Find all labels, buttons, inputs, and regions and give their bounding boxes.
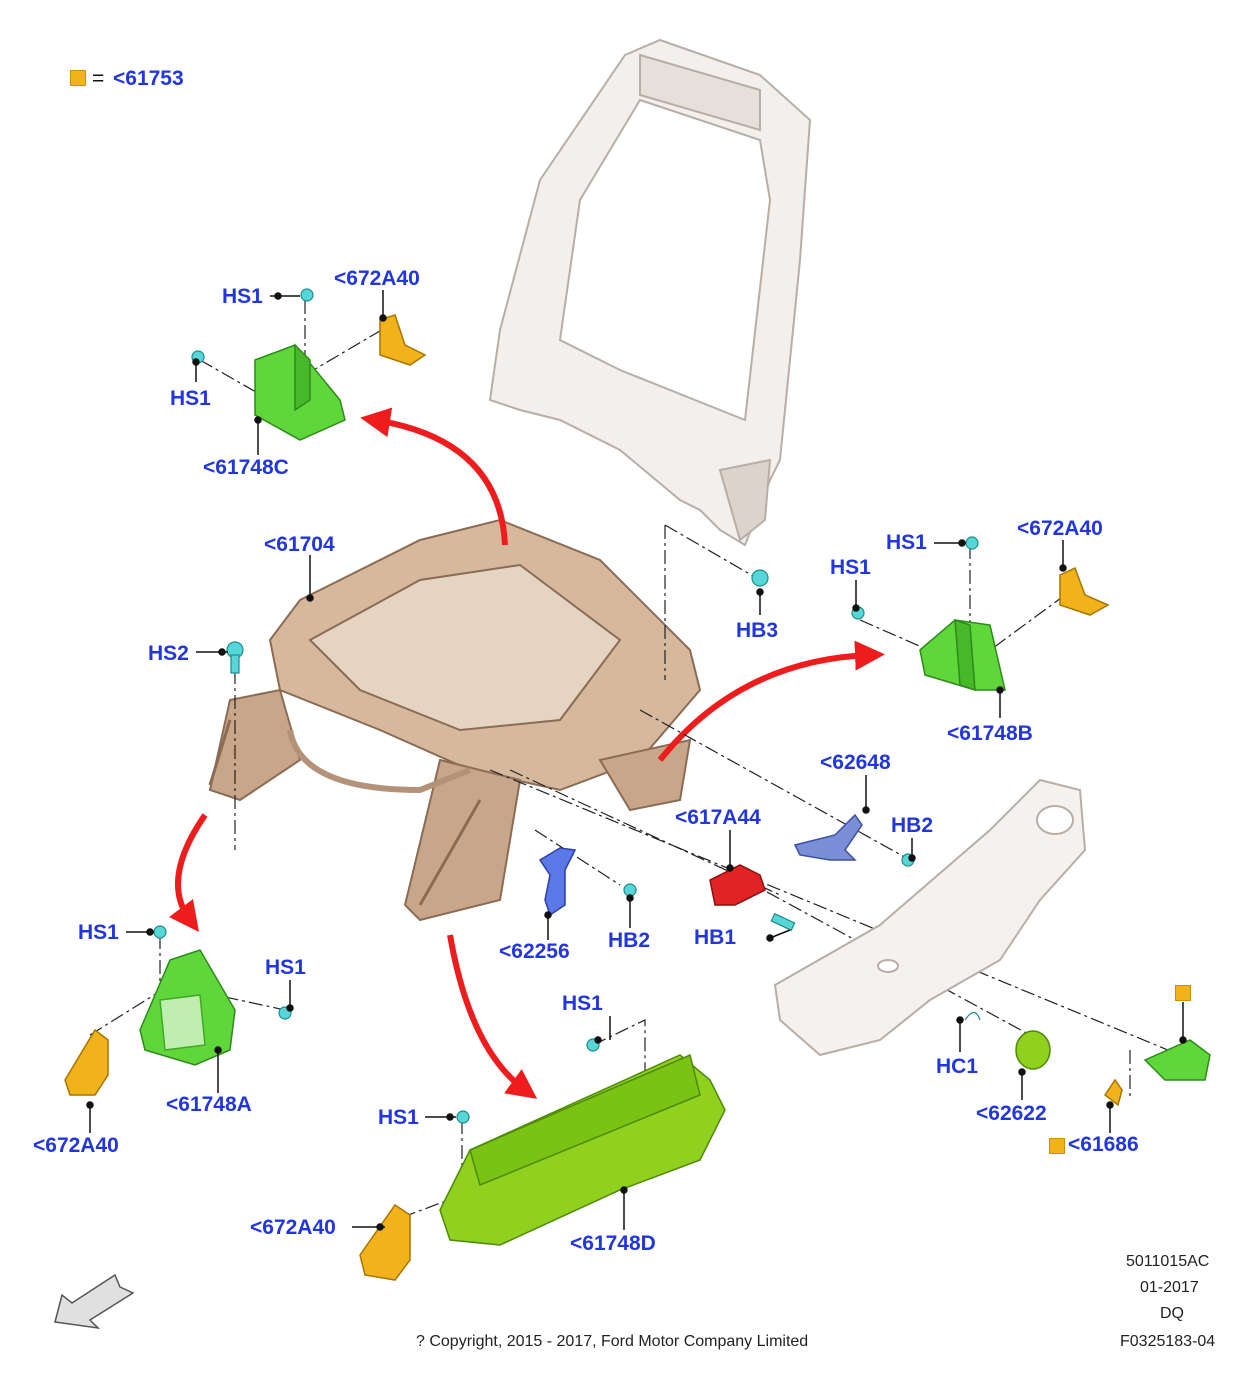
label-hs1-left-right: HS1 bbox=[265, 956, 306, 979]
label-62622: <62622 bbox=[976, 1102, 1047, 1125]
label-hs2: HS2 bbox=[148, 642, 189, 665]
legend-swatch-bracket bbox=[1175, 985, 1191, 1001]
label-hb2-right: HB2 bbox=[891, 814, 934, 837]
label-61748b: <61748B bbox=[947, 722, 1033, 745]
callout-leaders bbox=[86, 290, 1187, 1231]
bracket-61686 bbox=[1143, 1039, 1211, 1081]
knob-62622 bbox=[1015, 1030, 1051, 1070]
label-hs1-top-left: HS1 bbox=[170, 387, 211, 410]
legend-equals: = bbox=[92, 67, 105, 90]
callout-arrows bbox=[169, 407, 885, 1099]
label-672a40-top: <672A40 bbox=[334, 267, 420, 290]
doc-code: DQ bbox=[1160, 1305, 1184, 1322]
label-61686: <61686 bbox=[1068, 1133, 1139, 1156]
front-direction-arrow-icon bbox=[54, 1273, 135, 1330]
label-hb3: HB3 bbox=[736, 619, 779, 642]
label-hs1-bottom-b: HS1 bbox=[378, 1106, 419, 1129]
motor-617a44 bbox=[709, 864, 766, 906]
part-62256 bbox=[538, 847, 577, 917]
label-hb2-left: HB2 bbox=[608, 929, 651, 952]
bracket-61748b bbox=[919, 618, 1006, 692]
seat-back-frame bbox=[488, 38, 812, 547]
label-hs1-top-screw: HS1 bbox=[222, 285, 263, 308]
label-672a40-bottom: <672A40 bbox=[250, 1216, 336, 1239]
legend-swatch bbox=[70, 70, 86, 86]
label-hs1-right-screw: HS1 bbox=[886, 531, 927, 554]
seat-cushion-frame bbox=[208, 518, 702, 922]
label-hb1: HB1 bbox=[694, 926, 737, 949]
label-hs1-bottom-a: HS1 bbox=[562, 992, 603, 1015]
seat-cover-61748d bbox=[439, 1053, 726, 1246]
copyright: ? Copyright, 2015 - 2017, Ford Motor Com… bbox=[416, 1333, 809, 1350]
doc-date: 01-2017 bbox=[1140, 1279, 1199, 1296]
legend-code: <61753 bbox=[113, 67, 184, 90]
figure-id: F0325183-04 bbox=[1120, 1333, 1216, 1350]
label-62256: <62256 bbox=[499, 940, 570, 963]
legend-swatch-61686 bbox=[1049, 1138, 1065, 1154]
bracket-672a40-set bbox=[64, 314, 1123, 1281]
label-hs1-left-screw: HS1 bbox=[78, 921, 119, 944]
fasteners bbox=[153, 288, 981, 1124]
label-61704: <61704 bbox=[264, 533, 335, 556]
label-hc1: HC1 bbox=[936, 1055, 979, 1078]
label-61748a: <61748A bbox=[166, 1093, 252, 1116]
doc-id: 5011015AC bbox=[1126, 1253, 1210, 1270]
label-672a40-right: <672A40 bbox=[1017, 517, 1103, 540]
label-672a40-left: <672A40 bbox=[33, 1134, 119, 1157]
part-62648 bbox=[793, 813, 863, 861]
bracket-61748c bbox=[254, 343, 346, 441]
label-61748c: <61748C bbox=[203, 456, 289, 479]
label-61748d: <61748D bbox=[570, 1232, 656, 1255]
label-62648: <62648 bbox=[820, 751, 891, 774]
bracket-61748a bbox=[139, 949, 236, 1066]
label-hs1-right-left: HS1 bbox=[830, 556, 871, 579]
label-617a44: <617A44 bbox=[675, 806, 761, 829]
side-shield bbox=[773, 778, 1087, 1057]
